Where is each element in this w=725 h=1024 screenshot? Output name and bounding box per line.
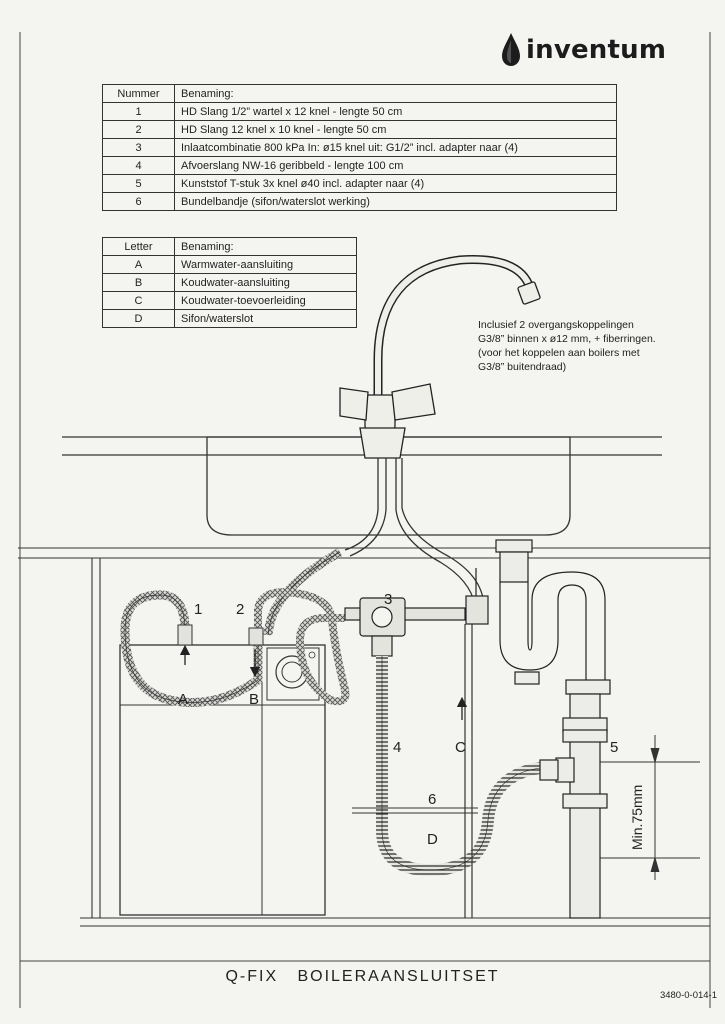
part-description: Afvoerslang NW-16 geribbeld - lengte 100…: [174, 156, 617, 175]
part-description: HD Slang 1/2” wartel x 12 knel - lengte …: [174, 102, 617, 121]
boiler: [119, 644, 326, 916]
label-C: C: [455, 739, 466, 756]
label-A: A: [178, 691, 188, 708]
label-B: B: [249, 691, 259, 708]
label-5: 5: [610, 739, 618, 756]
flow-arrows: [179, 644, 468, 720]
drain-pipe: [539, 693, 608, 919]
drain-hose-4: [376, 656, 560, 877]
part-description: Inlaatcombinatie 800 kPa In: ø15 knel ui…: [174, 138, 617, 157]
label-4: 4: [393, 739, 401, 756]
note-line: Inclusief 2 overgangskoppelingen: [478, 319, 634, 331]
cold-water-supply: [464, 624, 473, 918]
label-D: D: [427, 831, 438, 848]
brand-name: inventum: [526, 35, 667, 65]
min-height-dimension: [600, 735, 700, 880]
label-3: 3: [384, 591, 392, 608]
parts-table-header: Nummer Benaming:: [102, 84, 617, 103]
label-2: 2: [236, 601, 244, 618]
boiler-fittings: [177, 624, 264, 646]
part-number: 6: [102, 192, 175, 211]
faucet: [339, 255, 541, 459]
header-description: Benaming:: [174, 84, 617, 103]
document-code: 3480-0-014-1: [659, 990, 717, 1001]
part-description: Bundelbandje (sifon/waterslot werking): [174, 192, 617, 211]
part-description: Kunststof T-stuk 3x knel ø40 incl. adapt…: [174, 174, 617, 193]
sheet-title: Q-FIX BOILERAANSLUITSET: [225, 968, 500, 985]
letter-description: Warmwater-aansluiting: [174, 255, 357, 274]
letter-description: Sifon/waterslot: [174, 309, 357, 328]
water-drop-icon: [502, 33, 520, 66]
sink-basin: [206, 437, 571, 536]
sink-siphon: [495, 539, 611, 695]
note-line: G3/8” buitendraad): [478, 361, 567, 373]
note-line: (voor het koppelen aan boilers met: [478, 347, 640, 359]
inlet-valve: [344, 568, 489, 657]
brand-logo: inventum: [500, 30, 666, 70]
faucet-feed-lines: [344, 458, 485, 606]
bundle-strap-6: [352, 807, 478, 814]
note-line: G3/8” binnen x ø12 mm, + fiberringen.: [478, 333, 656, 345]
label-min-height: Min.75mm: [629, 785, 645, 850]
sheet-border: [19, 32, 711, 1008]
coupling-note: Inclusief 2 overgangskoppelingen G3/8” b…: [478, 318, 656, 374]
label-1: 1: [194, 601, 202, 618]
label-6: 6: [428, 791, 436, 808]
